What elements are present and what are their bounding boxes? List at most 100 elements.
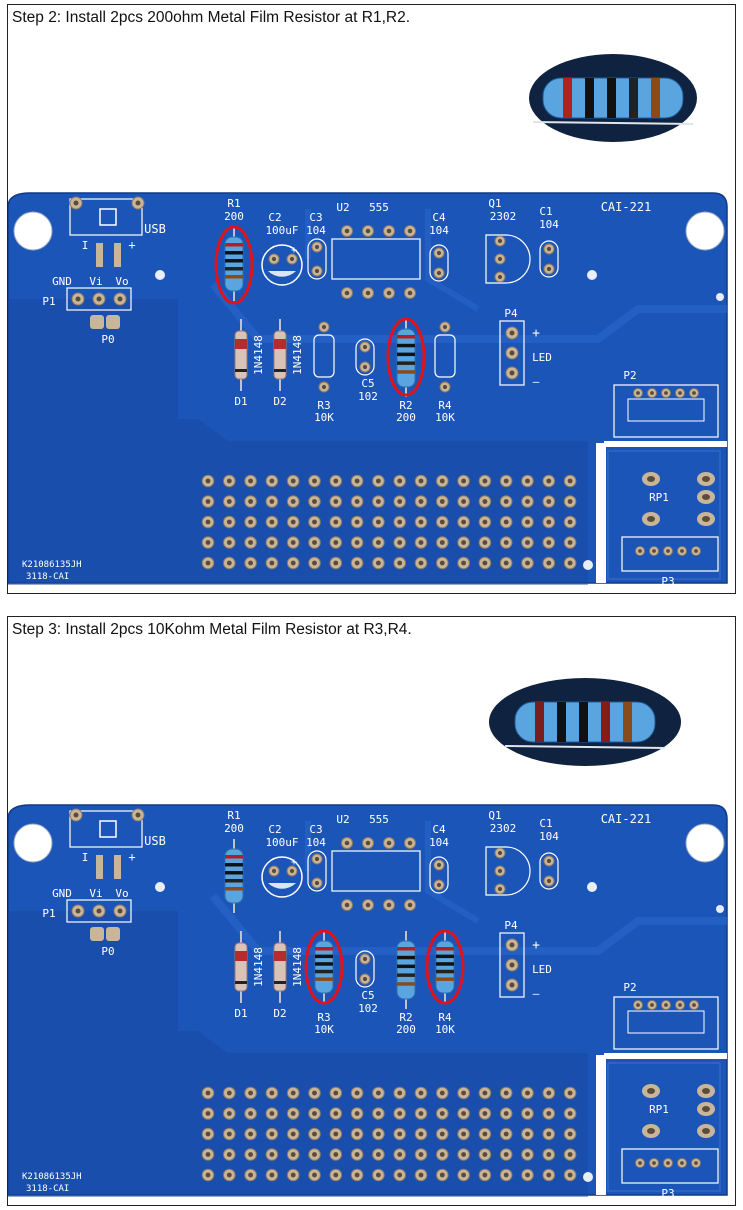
pad-hole (546, 1152, 552, 1157)
q1-value: 2302 (490, 210, 517, 223)
pad-hole (418, 1090, 424, 1096)
mounting-hole (13, 211, 53, 251)
resistor-band (225, 863, 243, 867)
pad-hole (314, 880, 320, 886)
pad-hole (525, 1152, 530, 1157)
pad-hole (354, 1111, 360, 1116)
pad-hole (312, 478, 317, 484)
c4-outline (429, 244, 449, 282)
vo-label: Vo (115, 275, 128, 288)
led-label: LED (532, 351, 552, 364)
u2-label: U2 (336, 813, 349, 826)
pad-hole (226, 1111, 232, 1116)
rp1-label: RP1 (649, 491, 669, 504)
r3-value: 10K (314, 1023, 334, 1036)
r2-value: 200 (396, 411, 416, 424)
pad-hole (226, 1131, 232, 1137)
pad-hole (73, 200, 79, 206)
pad-hole (482, 499, 488, 504)
highlight-r3 (304, 929, 344, 1005)
pad-hole (503, 1090, 509, 1096)
resistor-band (225, 879, 243, 883)
c1-label: C1 (539, 205, 552, 218)
serial-line-1: K21086135JH (22, 560, 82, 570)
c4-value: 104 (429, 836, 449, 849)
pad-hole (461, 478, 467, 484)
q1-label: Q1 (488, 197, 501, 210)
zoom-band (563, 78, 572, 118)
pad-hole (290, 540, 296, 545)
pad-hole (314, 244, 320, 250)
pad-hole (497, 274, 503, 280)
p1-outline (66, 287, 132, 311)
pad-hole (436, 270, 442, 276)
pad-hole (546, 1172, 552, 1178)
pad-hole (418, 1131, 424, 1137)
pad-hole (666, 1161, 670, 1165)
pad-hole (248, 1152, 254, 1157)
pad-hole (312, 1172, 317, 1178)
usb-pin (96, 855, 103, 879)
serial-line-1: K21086135JH (22, 1172, 82, 1182)
pad-hole (397, 560, 403, 566)
pad-hole (314, 268, 320, 274)
d2-label: D2 (273, 1007, 286, 1020)
c3-outline (307, 238, 327, 280)
pad-hole (442, 324, 448, 330)
pad-hole (269, 560, 275, 566)
usb-square (99, 208, 117, 226)
pad-hole (503, 560, 509, 566)
c2-plus-label: + (291, 245, 297, 256)
zoom-band (535, 702, 544, 742)
p0-label: P0 (101, 333, 114, 346)
pad-hole (226, 519, 232, 525)
c2-hatch (268, 883, 296, 889)
c1-value: 104 (539, 830, 559, 843)
rp1-pad-hole (647, 476, 655, 482)
rp1-pad-hole (702, 476, 710, 482)
pad-hole (135, 812, 141, 818)
pad-hole (312, 560, 317, 566)
pad-hole (312, 1090, 317, 1096)
c4-outline (429, 856, 449, 894)
board-code: CAI-221 (601, 812, 652, 826)
pad-hole (386, 290, 392, 296)
c2-value: 100uF (265, 224, 298, 237)
pad-hole (269, 519, 275, 525)
c5-label: C5 (361, 377, 374, 390)
pad-hole (365, 290, 371, 296)
pad-hole (333, 478, 339, 484)
pad-hole (397, 519, 403, 525)
pad-hole (525, 1090, 530, 1096)
pad-hole (439, 1111, 445, 1116)
via-hole (587, 882, 597, 892)
resistor-band (436, 962, 454, 966)
pad-hole (397, 499, 403, 504)
pad-hole (375, 1111, 381, 1116)
board-slot (596, 1055, 606, 1195)
c5-label: C5 (361, 989, 374, 1002)
u2-outline (331, 850, 421, 892)
zoom-band (557, 702, 566, 742)
pad-hole (362, 956, 368, 962)
pad-hole (354, 499, 360, 504)
highlight-r2 (386, 317, 426, 397)
p4-label: P4 (504, 919, 518, 932)
pad-hole (546, 519, 552, 525)
rp1-section (607, 450, 721, 580)
pad-hole (321, 384, 327, 390)
via-hole (155, 882, 165, 892)
c3-label: C3 (309, 823, 322, 836)
pad-hole (567, 478, 573, 484)
pad-hole (269, 540, 275, 545)
pad-hole (567, 1111, 573, 1116)
pad-hole (271, 256, 277, 262)
pad-hole (397, 1090, 403, 1096)
pad-hole (333, 499, 339, 504)
pad-hole (248, 1111, 254, 1116)
pad-hole (333, 1152, 339, 1157)
resistor-band (225, 871, 243, 875)
q1-value: 2302 (490, 822, 517, 835)
pad-hole (312, 499, 317, 504)
